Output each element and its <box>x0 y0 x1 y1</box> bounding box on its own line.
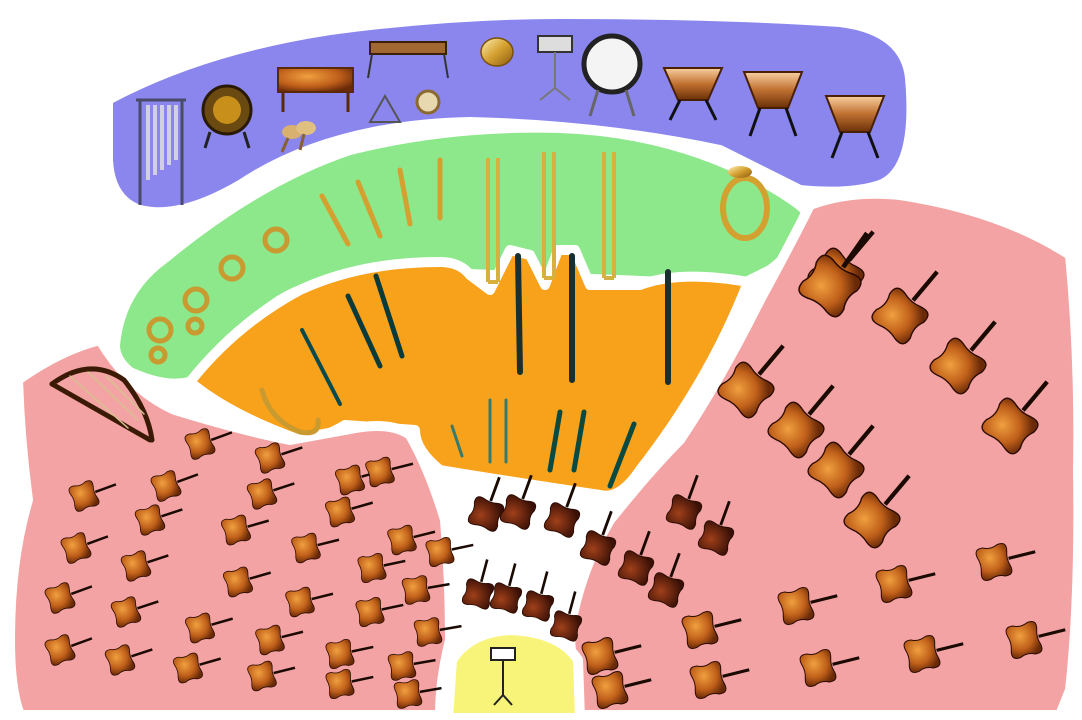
conductor-area <box>448 630 580 718</box>
viola-inner <box>489 560 528 614</box>
tambourine <box>417 91 439 113</box>
cymbal <box>481 38 513 66</box>
